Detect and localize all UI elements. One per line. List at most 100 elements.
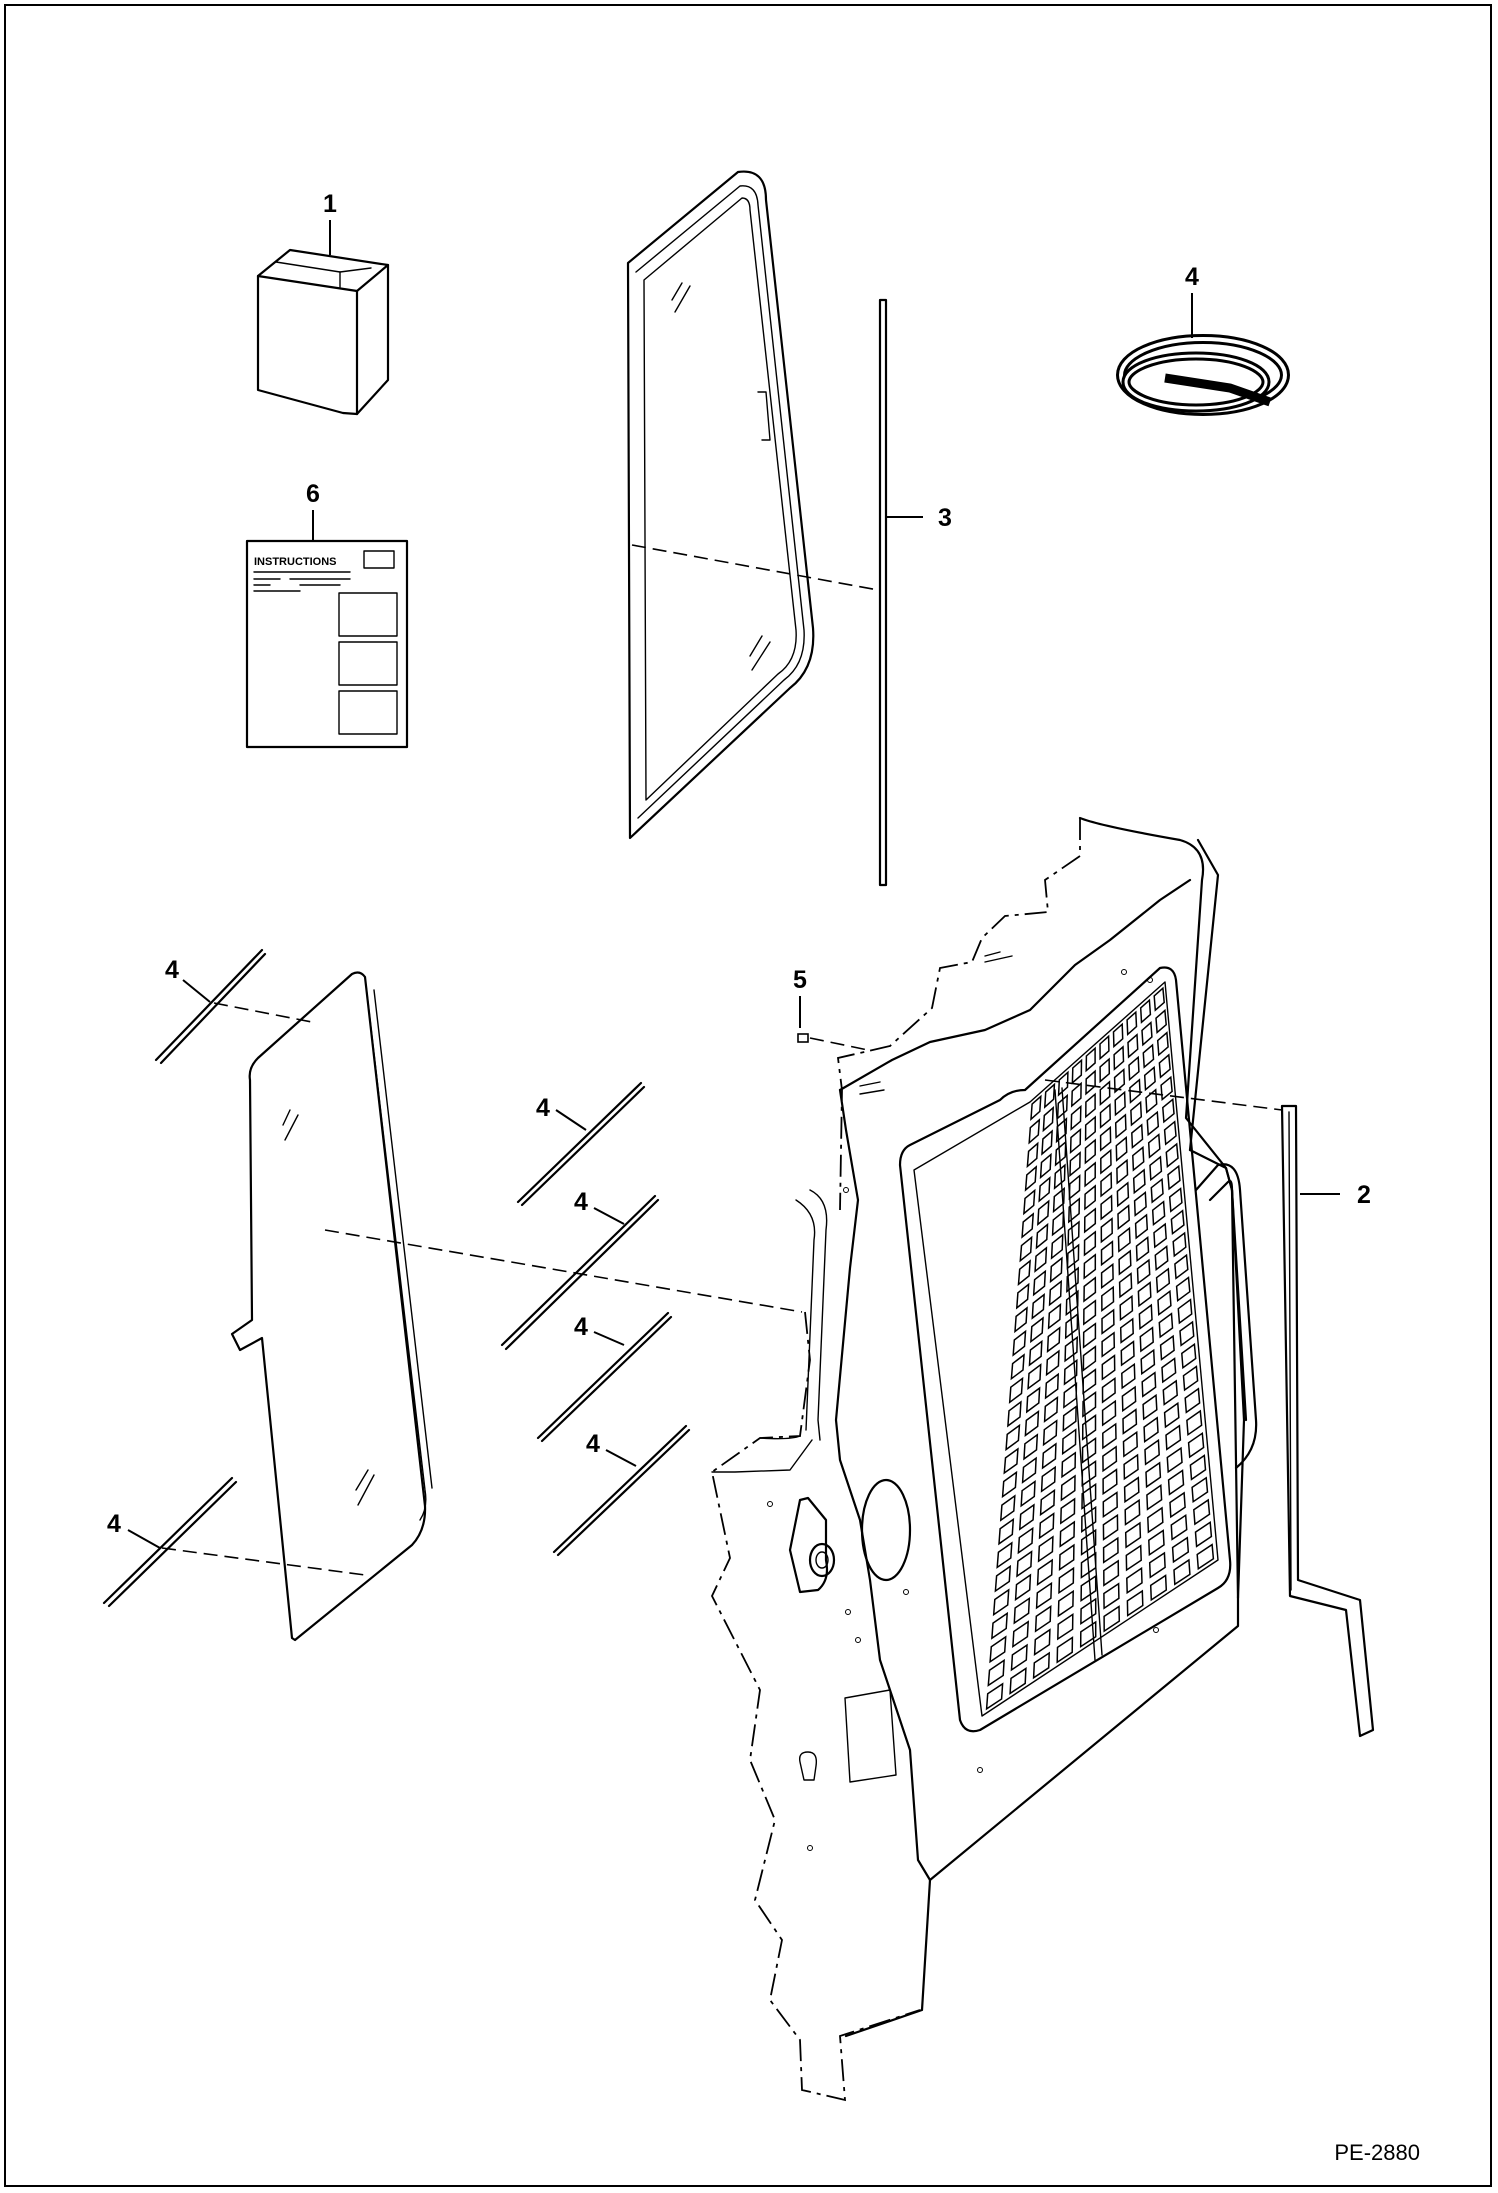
grid-cell: [1148, 1551, 1166, 1579]
grid-cell: [987, 1658, 1005, 1687]
grid-cell: [1179, 1320, 1195, 1347]
leader-4-f: [127, 1529, 161, 1549]
grid-cell: [1163, 1120, 1177, 1146]
grid-cell: [1081, 1436, 1097, 1464]
grid-cell: [1139, 998, 1152, 1024]
grid-cell: [1085, 1092, 1096, 1119]
grid-cell: [1159, 1334, 1175, 1361]
grid-cell: [1102, 1491, 1118, 1519]
grid-cell: [1082, 1345, 1097, 1372]
grid-cell: [1099, 1125, 1112, 1152]
grid-cell: [1057, 1589, 1074, 1618]
grid-cell: [1050, 1233, 1064, 1260]
grid-cell: [1149, 1574, 1168, 1602]
grid-cell: [1167, 1469, 1185, 1496]
grid-cell: [1141, 1021, 1153, 1047]
assembly-line-2: [1044, 1079, 1283, 1111]
grid-cell: [1045, 1349, 1060, 1377]
grid-cell: [1135, 1236, 1150, 1263]
grid-cell: [1155, 1008, 1167, 1035]
leader-4-e: [605, 1449, 637, 1467]
grid-cell: [1021, 1212, 1035, 1239]
grid-cell: [1127, 1033, 1139, 1059]
grid-cell: [1171, 1536, 1190, 1564]
grid-cell: [1121, 1385, 1137, 1413]
grid-cell: [1084, 1138, 1096, 1165]
grid-cell: [1175, 1276, 1191, 1303]
grid-cell: [1014, 1306, 1028, 1334]
grid-cell: [1113, 1045, 1125, 1071]
grid-cell: [1126, 1589, 1144, 1617]
grid-cell: [1063, 1358, 1078, 1386]
leader-4-c: [593, 1207, 625, 1225]
grid-cell: [1041, 1129, 1053, 1156]
grid-cell: [1054, 1140, 1067, 1167]
grid-cell: [1025, 1386, 1041, 1414]
grid-cell: [1024, 1165, 1038, 1192]
grid-cell: [1032, 1651, 1050, 1680]
grid-cell: [1186, 1409, 1203, 1437]
grid-cell: [1081, 1505, 1097, 1533]
grid-cell: [1017, 1259, 1031, 1286]
grid-cell: [1035, 1581, 1053, 1610]
grid-cell: [1123, 1453, 1139, 1481]
grid-cell: [1100, 1240, 1114, 1267]
grid-cell: [1083, 1253, 1097, 1280]
grid-cell: [1148, 1529, 1165, 1557]
grid-cell: [1007, 1400, 1022, 1428]
grid-cell: [1132, 1145, 1145, 1172]
grid-cell: [1157, 1289, 1172, 1317]
grid-cell: [1126, 1010, 1138, 1037]
grid-cell: [1103, 1559, 1120, 1587]
grid-cell: [1021, 1456, 1037, 1484]
grid-cell: [1118, 1272, 1133, 1299]
grid-cell: [1069, 1127, 1082, 1155]
grid-cell: [989, 1635, 1007, 1664]
grid-cell: [1015, 1282, 1030, 1310]
grid-cell: [1023, 1188, 1036, 1216]
grid-cell: [1064, 1312, 1079, 1340]
grid-cell: [996, 1541, 1013, 1569]
grid-cell: [1189, 1454, 1207, 1481]
grid-cell: [1016, 1550, 1033, 1578]
grid-cell: [991, 1611, 1009, 1640]
grid-cell: [1012, 1329, 1027, 1357]
grid-cell: [1081, 1482, 1097, 1510]
callout-4-d: 4: [574, 1313, 588, 1341]
callout-5: 5: [793, 966, 807, 994]
grid-cell: [1103, 1582, 1120, 1610]
grid-cell: [1051, 1210, 1065, 1237]
rear-seal-strip: [1280, 1104, 1375, 1738]
grid-cell: [1083, 1207, 1097, 1234]
grid-cell: [1113, 1068, 1126, 1094]
grid-cell: [1071, 1058, 1083, 1085]
grid-cell: [1193, 1498, 1211, 1526]
grid-cell: [1017, 1526, 1034, 1555]
grid-cell: [1101, 1285, 1115, 1312]
grid-cell: [1149, 1155, 1163, 1182]
door-seal-strip: [878, 298, 888, 887]
grid-cell: [1158, 1053, 1171, 1079]
grid-cell: [1150, 1177, 1164, 1204]
grid-cell: [1042, 1105, 1055, 1133]
grid-cell: [1048, 1279, 1063, 1307]
grid-cell: [1196, 1543, 1215, 1571]
grid-cell: [1141, 1371, 1157, 1398]
callout-4-hose: 4: [1185, 263, 1199, 291]
callout-4-a: 4: [165, 956, 179, 984]
grid-cell: [1166, 1446, 1183, 1474]
grid-cell: [1030, 1316, 1044, 1344]
grid-cell: [1194, 1520, 1213, 1548]
grid-cell: [1058, 1566, 1075, 1595]
grid-cell: [1069, 1151, 1081, 1178]
grid-cell: [1101, 1354, 1116, 1381]
grid-cell: [999, 1494, 1016, 1522]
grid-cell: [1172, 1231, 1187, 1258]
leader-4-d: [593, 1331, 625, 1346]
grid-cell: [1032, 1269, 1047, 1297]
grid-cell: [1049, 1256, 1063, 1284]
grid-cell: [1099, 1057, 1111, 1084]
grid-cell: [1101, 1376, 1116, 1404]
grid-cell: [1084, 1184, 1096, 1211]
